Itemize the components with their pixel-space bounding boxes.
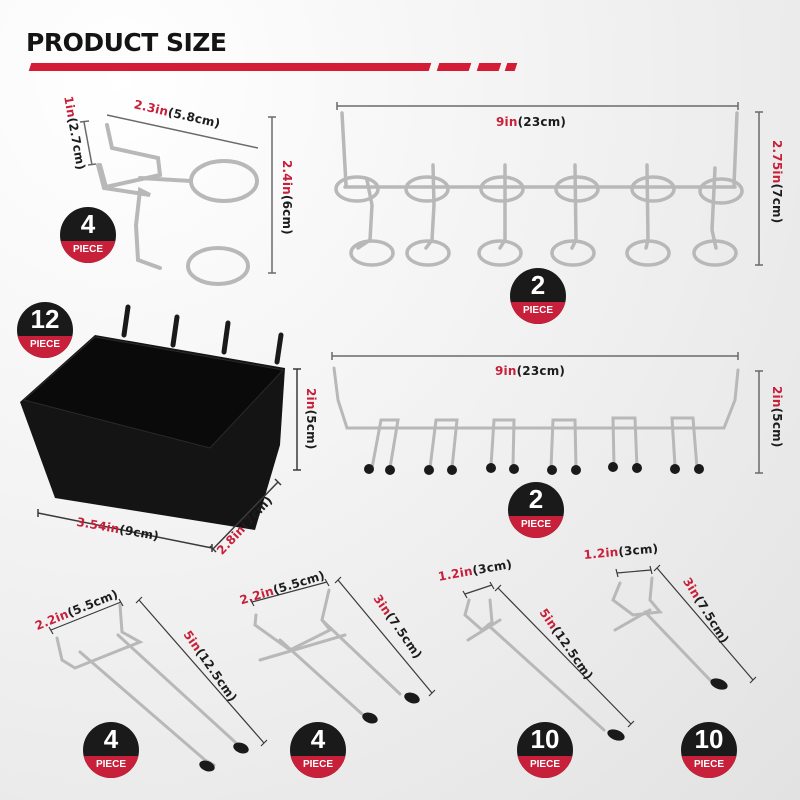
dimension-label: 9in(23cm) [495, 364, 566, 378]
dimension-label: 9in(23cm) [496, 115, 567, 129]
page-title: PRODUCT SIZE [26, 28, 227, 57]
quantity-badge: 2 PIECE [510, 268, 566, 324]
quantity-badge: 4 PIECE [60, 207, 116, 263]
quantity-badge: 10 PIECE [681, 722, 737, 778]
quantity-badge: 12 PIECE [17, 302, 73, 358]
quantity-badge: 2 PIECE [508, 482, 564, 538]
quantity-badge: 4 PIECE [83, 722, 139, 778]
quantity-badge: 10 PIECE [517, 722, 573, 778]
quantity-badge: 4 PIECE [290, 722, 346, 778]
